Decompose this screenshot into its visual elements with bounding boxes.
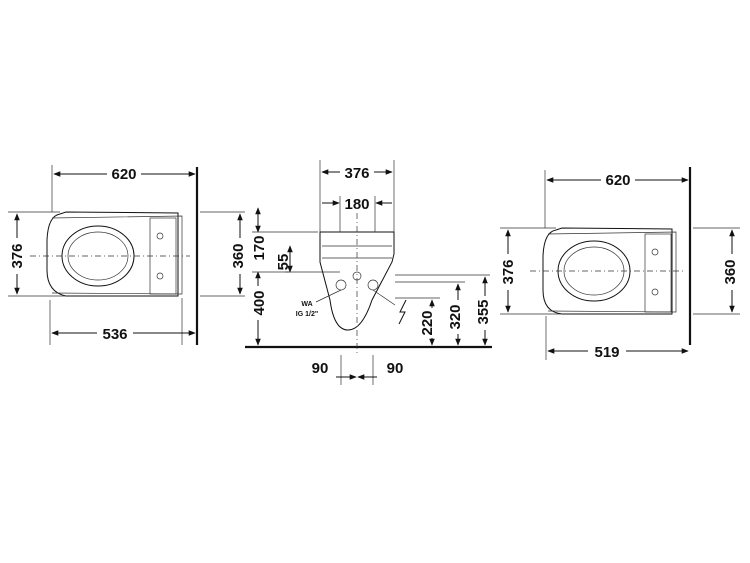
left-dim-620: 620 — [111, 166, 136, 183]
right-top-view: 620 376 360 519 — [497, 167, 740, 361]
side-view: 376 180 170 55 400 WA IG 1/2" 220 — [245, 160, 492, 385]
side-dim-355: 355 — [475, 299, 492, 324]
electrical-icon — [398, 299, 407, 325]
water-thread-label: IG 1/2" — [296, 311, 318, 318]
right-seat-edge — [547, 231, 677, 313]
right-bowl-opening — [557, 240, 631, 302]
left-bowl-inner — [67, 231, 129, 281]
left-top-view: 620 376 360 536 — [6, 164, 248, 345]
left-dim-360: 360 — [230, 243, 247, 268]
right-dim-519: 519 — [594, 344, 619, 361]
right-dim-620: 620 — [605, 172, 630, 189]
side-dim-220: 220 — [419, 310, 436, 335]
left-dim-536: 536 — [102, 326, 127, 343]
right-tank-rect — [644, 233, 672, 313]
side-dim-320: 320 — [447, 304, 464, 329]
left-seat-edge — [51, 215, 183, 295]
left-dim-376: 376 — [9, 243, 26, 268]
right-dim-360: 360 — [722, 259, 739, 284]
right-dim-376: 376 — [500, 259, 517, 284]
side-dim-400: 400 — [251, 290, 268, 315]
side-dim-90-left: 90 — [312, 360, 329, 377]
side-dim-180: 180 — [344, 196, 369, 213]
side-dim-55: 55 — [275, 254, 292, 271]
side-dim-376: 376 — [344, 165, 369, 182]
water-label: WA — [301, 301, 312, 308]
side-dim-170: 170 — [251, 235, 268, 260]
side-fixture-body — [319, 231, 395, 331]
side-dim-90-right: 90 — [387, 360, 404, 377]
